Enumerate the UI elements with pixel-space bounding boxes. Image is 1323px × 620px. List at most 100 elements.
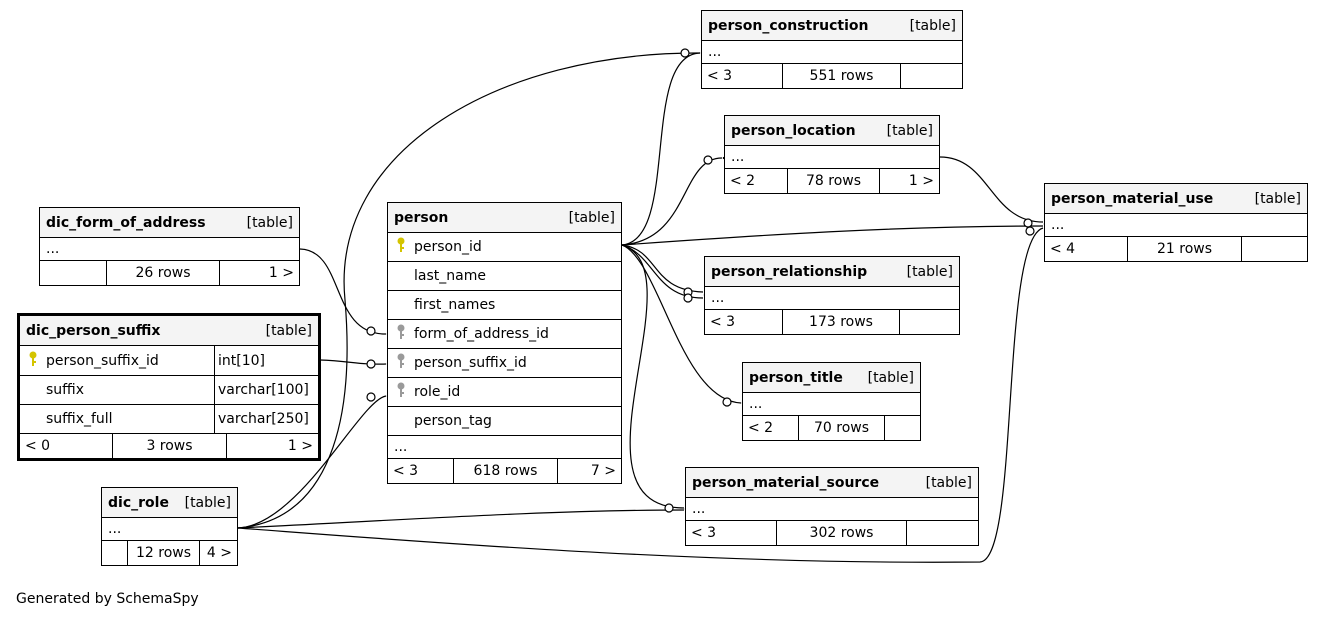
parent-count: < 3 [393,463,419,479]
foreign-key-icon [388,353,414,373]
column-row[interactable]: first_names [388,291,621,320]
table-person-relationship[interactable]: person_relationship [table] ... < 3 173 … [704,256,960,335]
table-header: person_material_use [table] [1045,184,1307,214]
table-dic-form-of-address[interactable]: dic_form_of_address [table] ... 26 rows … [39,207,300,286]
row-count: 21 rows [1127,237,1241,261]
parent-count: < 0 [25,438,51,454]
table-tag: [table] [909,17,956,34]
table-name: person [394,209,449,226]
parent-count: < 3 [710,314,736,330]
table-name: person_construction [708,17,869,34]
parent-count: < 3 [707,68,733,84]
column-name: person_id [414,239,482,255]
child-count: 1 > [226,434,318,458]
table-header: dic_person_suffix [table] [20,316,318,346]
table-person-material-source[interactable]: person_material_source [table] ... < 3 3… [685,467,979,546]
ellipsis: ... [711,290,725,306]
child-count [1241,237,1307,261]
column-row[interactable]: person_tag [388,407,621,436]
child-count: 1 > [879,169,939,193]
table-person[interactable]: person [table] person_id last_name first… [387,202,622,484]
ellipsis: ... [108,521,122,537]
table-tag: [table] [265,322,312,339]
column-row[interactable]: person_id [388,233,621,262]
table-name: person_material_source [692,474,880,491]
edge-location-material-use [939,156,1044,223]
column-name: person_suffix_id [46,352,159,369]
foreign-key-icon [388,324,414,344]
table-name: person_relationship [711,263,868,280]
table-person-title[interactable]: person_title [table] ... < 2 70 rows [742,362,921,441]
table-footer: 12 rows 4 > [102,541,237,565]
column-name: last_name [414,268,486,284]
table-header: person_location [table] [725,116,939,146]
column-row[interactable]: person_suffix_id [388,349,621,378]
row-count: 551 rows [782,64,900,88]
column-row[interactable]: suffix_full varchar[250] [20,405,318,434]
edge-role-material-use [237,227,1044,563]
table-header: dic_role [table] [102,488,237,518]
ellipsis: ... [1051,217,1065,233]
edge-person-construction [621,52,701,246]
child-count: 7 > [557,459,621,483]
table-header: dic_form_of_address [table] [40,208,299,238]
table-person-construction[interactable]: person_construction [table] ... < 3 551 … [701,10,963,89]
table-person-material-use[interactable]: person_material_use [table] ... < 4 21 r… [1044,183,1308,262]
column-name: suffix_full [46,411,113,427]
table-footer: < 3 302 rows [686,521,978,545]
row-count: 26 rows [106,261,219,285]
child-count [899,310,959,334]
child-count [884,416,920,440]
column-row[interactable]: role_id [388,378,621,407]
column-name: person_suffix_id [414,355,527,371]
table-footer: < 3 173 rows [705,310,959,334]
table-footer: < 3 618 rows 7 > [388,459,621,483]
table-footer: < 2 78 rows 1 > [725,169,939,193]
column-row[interactable]: person_suffix_id int[10] [20,346,318,376]
generated-by-footer: Generated by SchemaSpy [16,591,199,607]
column-row[interactable]: last_name [388,262,621,291]
ellipsis: ... [708,44,722,60]
edge-role-material-source [237,509,685,529]
row-count: 173 rows [782,310,899,334]
table-name: person_title [749,369,843,386]
column-name: form_of_address_id [414,326,549,342]
child-count: 4 > [199,541,237,565]
table-header: person_relationship [table] [705,257,959,287]
table-name: dic_person_suffix [26,322,161,339]
edge-role-construction [237,52,701,529]
table-footer: < 4 21 rows [1045,237,1307,261]
child-count [906,521,978,545]
column-row[interactable]: suffix varchar[100] [20,376,318,405]
row-count: 78 rows [787,169,879,193]
edge-person-material-source [621,244,685,509]
column-name: person_tag [414,413,492,429]
edge-person-location [621,157,723,246]
table-dic-role[interactable]: dic_role [table] ... 12 rows 4 > [101,487,238,566]
ellipsis: ... [394,439,408,455]
edge-person-title [621,244,742,404]
primary-key-icon [20,351,46,371]
child-count [900,64,962,88]
column-row[interactable]: form_of_address_id [388,320,621,349]
foreign-key-icon [388,382,414,402]
table-name: dic_form_of_address [46,214,206,231]
table-name: dic_role [108,494,169,511]
parent-count [102,541,127,565]
parent-count: < 4 [1050,241,1076,257]
column-type: int[10] [214,346,265,375]
table-dic-person-suffix[interactable]: dic_person_suffix [table] person_suffix_… [17,313,321,461]
parent-count: < 2 [730,173,756,189]
ellipsis: ... [692,501,706,517]
child-count: 1 > [219,261,299,285]
table-tag: [table] [925,474,972,491]
table-person-location[interactable]: person_location [table] ... < 2 78 rows … [724,115,940,194]
column-name: suffix [46,382,84,398]
row-count: 12 rows [127,541,199,565]
table-tag: [table] [886,122,933,139]
column-type: varchar[100] [214,376,309,404]
column-name: role_id [414,384,461,400]
edge-role-person [237,395,387,529]
table-header: person_material_source [table] [686,468,978,498]
